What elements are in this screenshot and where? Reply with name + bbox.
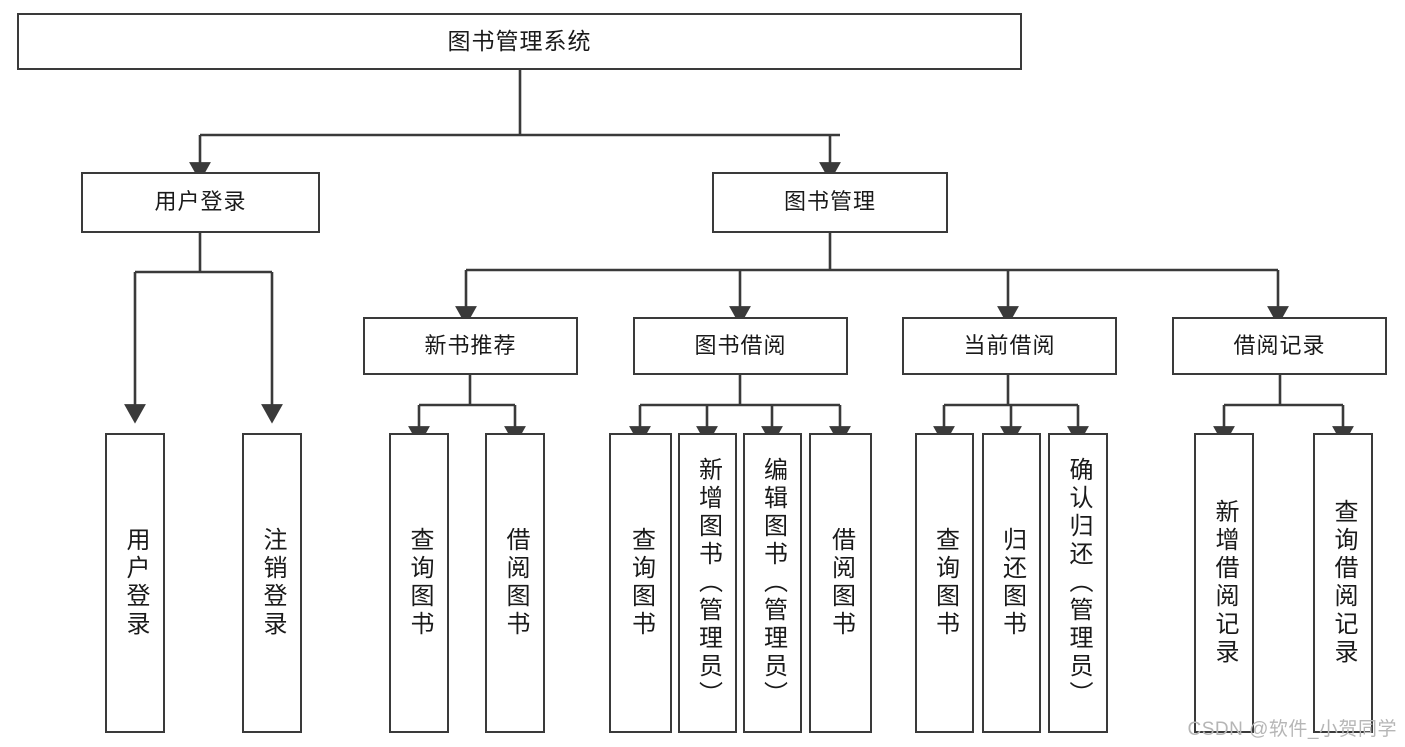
node-label: 归还图书: [998, 527, 1026, 639]
node-label: 图书借阅: [694, 332, 787, 358]
leaf-return-books[interactable]: 归还图书: [982, 433, 1041, 733]
node-book-management[interactable]: 图书管理: [712, 172, 948, 233]
leaf-logout[interactable]: 注销登录: [242, 433, 302, 733]
node-book-borrowing[interactable]: 图书借阅: [633, 317, 848, 375]
node-user-login[interactable]: 用户登录: [81, 172, 320, 233]
node-label: 当前借阅: [963, 332, 1056, 358]
node-label: 借阅图书: [502, 527, 529, 639]
node-new-book-recommendation[interactable]: 新书推荐: [363, 317, 578, 375]
leaf-query-books-current[interactable]: 查询图书: [915, 433, 974, 733]
node-label: 用户登录: [154, 189, 247, 215]
node-label: 编辑图书（管理员）: [759, 457, 787, 709]
node-label: 图书管理: [783, 189, 876, 215]
node-borrowing-record[interactable]: 借阅记录: [1172, 317, 1387, 375]
leaf-add-book-admin[interactable]: 新增图书（管理员）: [678, 433, 737, 733]
leaf-borrow-books[interactable]: 借阅图书: [809, 433, 872, 733]
node-root-book-management-system[interactable]: 图书管理系统: [17, 13, 1022, 70]
node-current-borrowing[interactable]: 当前借阅: [902, 317, 1117, 375]
node-label: 用户登录: [122, 527, 149, 639]
node-label: 查询图书: [627, 527, 655, 639]
leaf-user-login[interactable]: 用户登录: [105, 433, 165, 733]
leaf-add-borrow-record[interactable]: 新增借阅记录: [1194, 433, 1254, 733]
leaf-edit-book-admin[interactable]: 编辑图书（管理员）: [743, 433, 802, 733]
node-label: 查询借阅记录: [1330, 499, 1357, 667]
node-label: 新增借阅记录: [1211, 499, 1238, 667]
node-label: 新增图书（管理员）: [694, 457, 722, 709]
leaf-query-books-new[interactable]: 查询图书: [389, 433, 449, 733]
node-label: 注销登录: [259, 527, 286, 639]
node-label: 新书推荐: [424, 332, 517, 358]
leaf-query-borrow-record[interactable]: 查询借阅记录: [1313, 433, 1373, 733]
node-label: 图书管理系统: [447, 27, 592, 54]
node-label: 借阅记录: [1233, 332, 1326, 358]
watermark: CSDN @软件_小贺同学: [1187, 719, 1397, 740]
node-label: 查询图书: [931, 527, 959, 639]
node-label: 查询图书: [406, 527, 433, 639]
node-label: 借阅图书: [827, 527, 855, 639]
node-label: 确认归还（管理员）: [1065, 457, 1092, 709]
leaf-borrow-books-new[interactable]: 借阅图书: [485, 433, 545, 733]
leaf-query-books-borrow[interactable]: 查询图书: [609, 433, 672, 733]
leaf-confirm-return-admin[interactable]: 确认归还（管理员）: [1048, 433, 1108, 733]
